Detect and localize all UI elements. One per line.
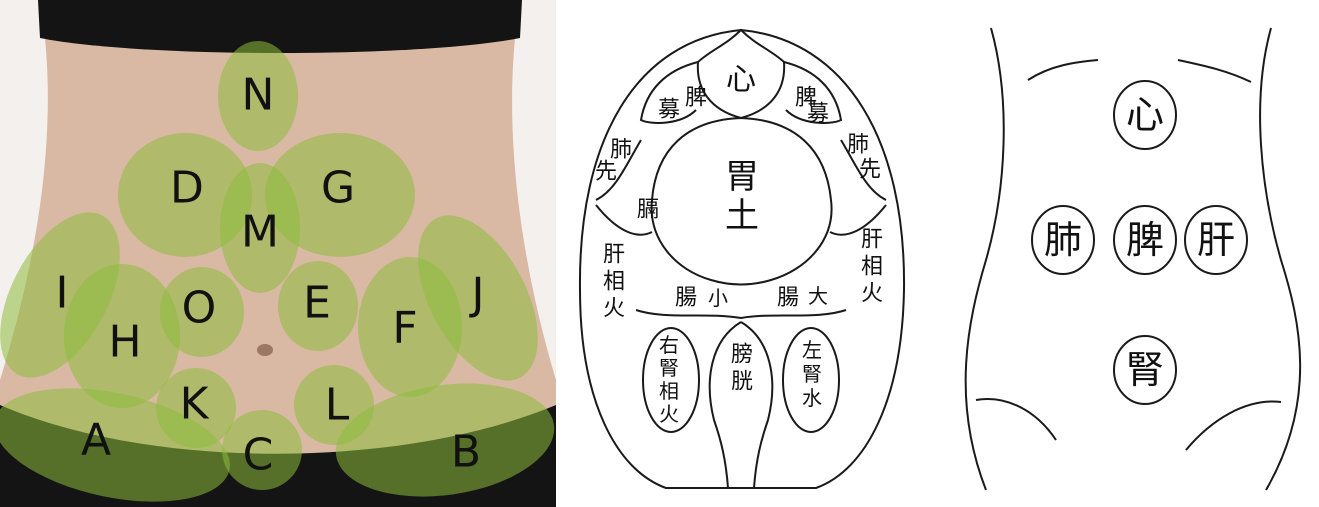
large-intestine-2: 大 xyxy=(808,284,828,308)
organ-kidney-label: 腎 xyxy=(1126,348,1164,392)
spleen-left-2: 募 xyxy=(658,98,680,123)
liver-right-1: 肝 xyxy=(861,228,883,253)
lung-right-1: 肺 xyxy=(847,133,869,158)
lung-left-2: 先 xyxy=(595,160,617,185)
simplified-organ-map: 心 肺 脾 肝 腎 xyxy=(926,0,1319,507)
zone-label-j: J xyxy=(469,269,485,320)
background xyxy=(926,0,1319,507)
small-intestine-2: 小 xyxy=(708,286,728,310)
zone-label-h: H xyxy=(108,317,141,368)
classical-abdomen-chart: 心 脾 募 脾 募 肺 先 肺 先 胃 土 膈 肝 相 火 肝 相 火 腸 小 … xyxy=(556,0,926,507)
stomach-2: 土 xyxy=(725,196,759,236)
organ-lung-label: 肺 xyxy=(1044,218,1082,262)
left-kidney-3: 水 xyxy=(802,386,822,410)
zone-label-d: D xyxy=(170,163,204,214)
zone-label-n: N xyxy=(242,70,275,121)
organ-heart-label: 心 xyxy=(1126,93,1164,137)
zone-label-b: B xyxy=(451,427,481,478)
liver-right-3: 火 xyxy=(861,282,883,307)
organ-spleen-label: 脾 xyxy=(1126,218,1164,262)
zone-label-a: A xyxy=(81,415,111,466)
abdomen-zone-map: N D G M I J O E H F K L A C B xyxy=(0,0,556,507)
left-kidney-1: 左 xyxy=(802,338,822,362)
navel xyxy=(257,344,273,356)
organ-heart: 心 xyxy=(726,63,756,98)
zone-label-g: G xyxy=(321,163,355,214)
liver-right-2: 相 xyxy=(861,255,883,280)
liver-left-3: 火 xyxy=(603,297,625,322)
zone-label-c: C xyxy=(243,430,274,481)
right-kidney-4: 火 xyxy=(659,402,679,426)
spleen-left-1: 脾 xyxy=(685,86,707,111)
zone-label-o: O xyxy=(182,283,217,334)
right-kidney-2: 腎 xyxy=(659,356,679,380)
lung-right-2: 先 xyxy=(859,158,881,183)
left-kidney-2: 腎 xyxy=(802,362,822,386)
simplified-map-svg: 心 肺 脾 肝 腎 xyxy=(926,0,1319,507)
classical-chart-svg: 心 脾 募 脾 募 肺 先 肺 先 胃 土 膈 肝 相 火 肝 相 火 腸 小 … xyxy=(556,0,926,507)
right-kidney-3: 相 xyxy=(659,379,679,403)
top-garment xyxy=(38,0,522,53)
zone-label-m: M xyxy=(241,207,279,258)
diaphragm: 膈 xyxy=(637,198,659,223)
zone-label-k: K xyxy=(180,379,210,430)
stomach-1: 胃 xyxy=(725,157,759,197)
zone-label-f: F xyxy=(392,303,417,354)
zone-label-l: L xyxy=(325,380,350,431)
right-kidney-1: 右 xyxy=(659,333,679,357)
zone-label-e: E xyxy=(303,278,331,329)
organ-liver-label: 肝 xyxy=(1197,218,1235,262)
zone-label-i: I xyxy=(56,268,69,319)
small-intestine-1: 腸 xyxy=(675,286,697,311)
abdomen-zone-svg: N D G M I J O E H F K L A C B xyxy=(0,0,556,507)
liver-left-1: 肝 xyxy=(603,243,625,268)
liver-left-2: 相 xyxy=(603,270,625,295)
spleen-right-2: 募 xyxy=(807,102,829,127)
bladder-1: 膀 xyxy=(731,343,753,368)
bladder-2: 胱 xyxy=(731,370,753,395)
large-intestine-1: 腸 xyxy=(777,286,799,311)
